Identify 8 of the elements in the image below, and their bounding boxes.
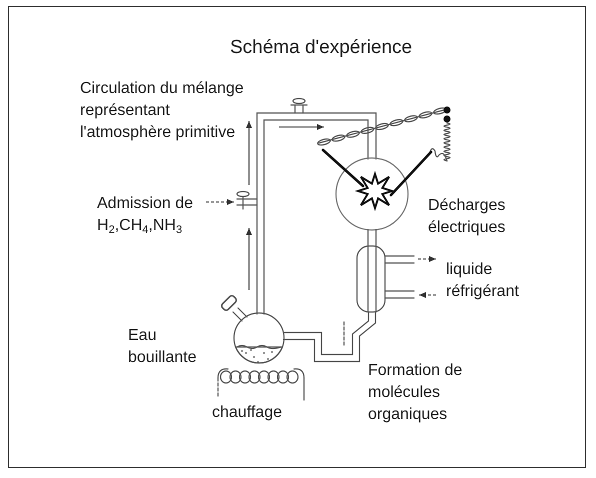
annotation-label: chauffage — [212, 403, 283, 423]
diagram-title: Schéma d'expérience — [230, 36, 412, 60]
annotation-label: Circulation du mélange représentant l'atmosphère primitive — [80, 79, 245, 143]
annotation-label: Décharges électriques — [428, 196, 506, 238]
annotation-label: Eau bouillante — [128, 326, 198, 368]
annotation-label: liquide réfrigérant — [446, 260, 520, 302]
annotation-label: Formation de molécules organiques — [368, 361, 464, 425]
annotation-label: Admission de H$_{2}$,CH$_{4}$,NH$_{3}$ — [97, 194, 194, 237]
